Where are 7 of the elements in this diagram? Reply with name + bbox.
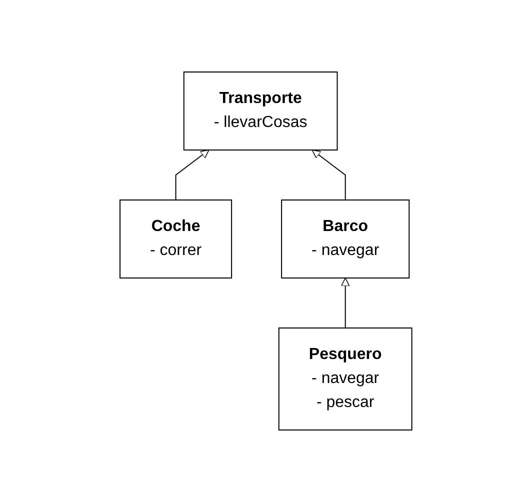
arrow [174, 149, 209, 200]
node-box: Coche - correr [119, 199, 232, 278]
arrow [311, 149, 346, 200]
node-box: Transporte - llevarCosas [182, 71, 338, 150]
node-box: Barco - navegar [280, 199, 410, 278]
arrow [340, 277, 350, 328]
node-box: Pesquero - navegar - pescar [278, 327, 412, 430]
